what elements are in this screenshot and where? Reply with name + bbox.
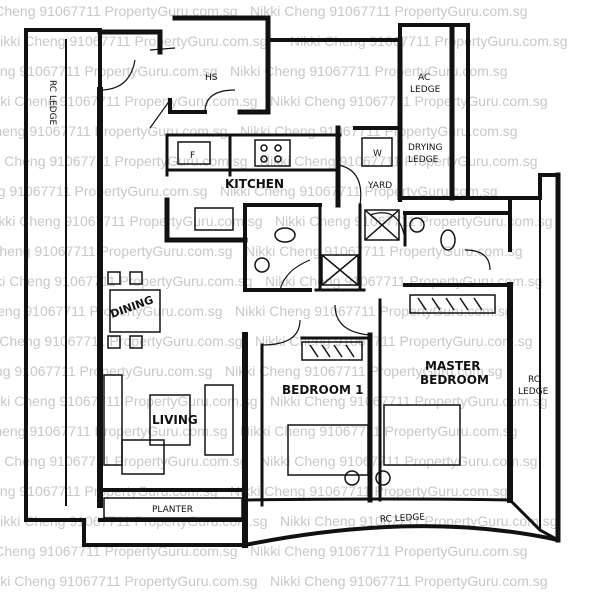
planter-label: PLANTER: [152, 505, 193, 515]
watermark-text: Nikki Cheng 91067711 PropertyGuru.com.sg: [0, 63, 218, 79]
fridge-box: [177, 141, 211, 165]
watermark-text: Nikki Cheng 91067711 PropertyGuru.com.sg: [0, 213, 263, 229]
wardrobe: [301, 341, 363, 361]
watermark-text: Nikki Cheng 91067711 PropertyGuru.com.sg: [0, 123, 228, 139]
shower-box: [364, 209, 400, 241]
master-bedroom-label: MASTER: [425, 359, 481, 373]
watermark-text: Nikki Cheng 91067711 PropertyGuru.com.sg: [0, 3, 238, 19]
watermark-text: Nikki Cheng 91067711 PropertyGuru.com.sg: [245, 243, 523, 259]
hs-label: HS: [205, 73, 218, 83]
watermark-text: Nikki Cheng 91067711 PropertyGuru.com.sg: [260, 453, 538, 469]
shower-box-2: [321, 254, 359, 286]
rc-ledge-bottom-label: RC LEDGE: [380, 513, 426, 525]
sink-box: [194, 207, 234, 231]
watermark-text: Nikki Cheng 91067711 PropertyGuru.com.sg: [230, 63, 508, 79]
sofa: [103, 374, 123, 466]
watermark-text: Nikki Cheng 91067711 PropertyGuru.com.sg: [0, 273, 253, 289]
rc-ledge-right-label: RC: [528, 375, 540, 385]
watermark-text: Nikki Cheng 91067711 PropertyGuru.com.sg: [255, 333, 533, 349]
armchair: [121, 439, 165, 475]
basin-icon: [254, 257, 270, 273]
living-label: LIVING: [152, 413, 198, 427]
watermark-text: Nikki Cheng 91067711 PropertyGuru.com.sg: [0, 423, 228, 439]
watermark-text: Nikki Cheng 91067711 PropertyGuru.com.sg: [240, 123, 518, 139]
washer-box: [361, 137, 393, 167]
drying-ledge-label: DRYING: [408, 143, 442, 153]
walls: [24, 15, 561, 548]
watermark-text: Nikki Cheng 91067711 PropertyGuru.com.sg: [0, 303, 223, 319]
fixtures: [103, 137, 496, 519]
watermark-text: Nikki Cheng 91067711 PropertyGuru.com.sg: [270, 393, 548, 409]
coffee-table: [149, 394, 191, 446]
watermark-text: Nikki Cheng 91067711 PropertyGuru.com.sg: [0, 363, 213, 379]
watermark-text: Nikki Cheng 91067711 PropertyGuru.com.sg: [280, 513, 558, 529]
fridge-label: F: [190, 151, 195, 161]
watermark-text: Nikki Cheng 91067711 PropertyGuru.com.sg: [250, 543, 528, 559]
stove-box: [254, 139, 291, 167]
watermark-text: Nikki Cheng 91067711 PropertyGuru.com.sg: [235, 303, 513, 319]
basin-icon: [409, 217, 425, 233]
wardrobe: [409, 294, 496, 314]
planter-box: [103, 497, 243, 519]
watermark-text: Nikki Cheng 91067711 PropertyGuru.com.sg: [270, 93, 548, 109]
watermark-text: Nikki Cheng 91067711 PropertyGuru.com.sg: [225, 363, 503, 379]
bedroom1-label: BEDROOM 1: [282, 383, 363, 397]
washer-label: W: [373, 149, 382, 159]
watermark-layer: Nikki Cheng 91067711 PropertyGuru.com.sg…: [0, 3, 568, 589]
watermark-text: Nikki Cheng 91067711 PropertyGuru.com.sg: [275, 213, 553, 229]
toilet-icon: [274, 227, 296, 243]
watermark-text: Nikki Cheng 91067711 PropertyGuru.com.sg: [0, 573, 258, 589]
ac-ledge-label: AC: [418, 73, 430, 83]
rc-ledge-right-label: LEDGE: [518, 387, 549, 397]
kitchen-label: KITCHEN: [225, 177, 284, 191]
dining-table: [109, 289, 161, 333]
watermark-text: Nikki Cheng 91067711 PropertyGuru.com.sg: [250, 3, 528, 19]
toilet-icon: [440, 229, 456, 251]
sofa: [204, 384, 234, 456]
watermark-text: Nikki Cheng 91067711 PropertyGuru.com.sg: [220, 183, 498, 199]
watermark-text: Nikki Cheng 91067711 PropertyGuru.com.sg: [270, 573, 548, 589]
door-swings: [99, 47, 491, 346]
watermark-text: Nikki Cheng 91067711 PropertyGuru.com.sg: [0, 333, 243, 349]
bed-1: [287, 424, 369, 476]
watermark-text: Nikki Cheng 91067711 PropertyGuru.com.sg: [0, 243, 233, 259]
master-bedroom-label: BEDROOM: [420, 373, 489, 387]
ac-ledge-label: LEDGE: [410, 85, 441, 95]
watermark-text: Nikki Cheng 91067711 PropertyGuru.com.sg: [0, 393, 258, 409]
yard-label: YARD: [367, 181, 392, 191]
watermark-text: Nikki Cheng 91067711 PropertyGuru.com.sg: [0, 153, 248, 169]
watermark-text: Nikki Cheng 91067711 PropertyGuru.com.sg: [0, 93, 258, 109]
watermark-text: Nikki Cheng 91067711 PropertyGuru.com.sg: [0, 183, 208, 199]
watermark-text: Nikki Cheng 91067711 PropertyGuru.com.sg: [0, 453, 248, 469]
master-bed: [383, 404, 461, 466]
drying-ledge-label: LEDGE: [408, 155, 439, 165]
watermark-text: Nikki Cheng 91067711 PropertyGuru.com.sg: [290, 33, 568, 49]
watermark-text: Nikki Cheng 91067711 PropertyGuru.com.sg: [0, 33, 268, 49]
rc-ledge-left-label: RC LEDGE: [47, 80, 57, 126]
